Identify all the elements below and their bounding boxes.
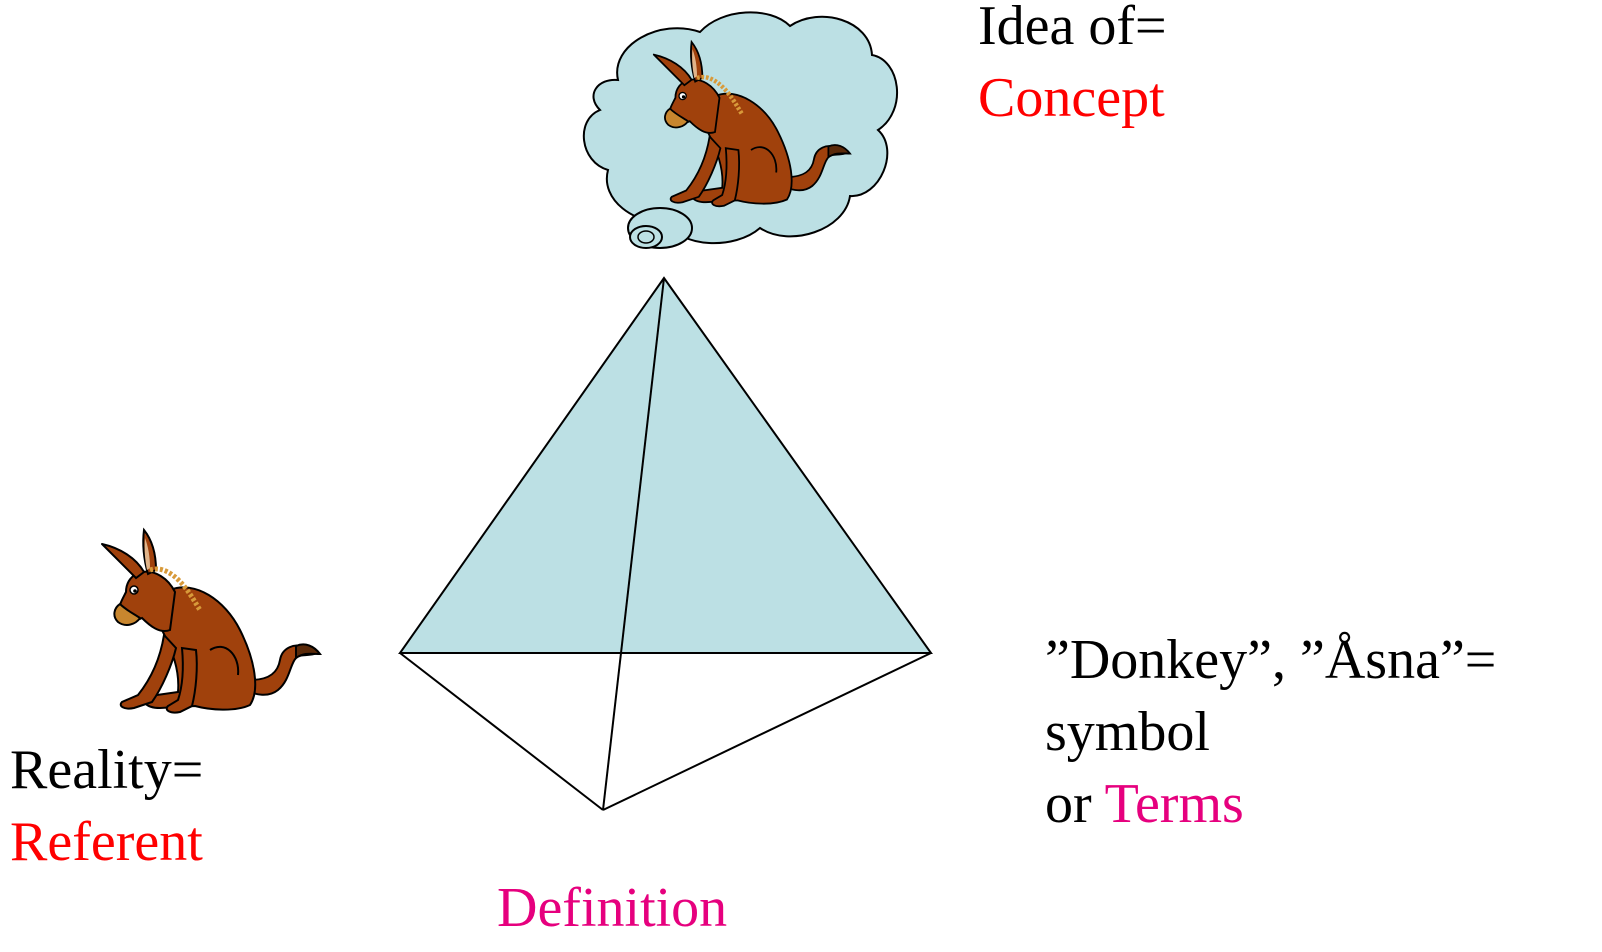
symbol-line3-prefix: or xyxy=(1045,773,1105,835)
referent-line1: Reality= xyxy=(10,739,204,801)
referent-label: Reality= Referent xyxy=(10,734,203,878)
terms-term: Terms xyxy=(1104,773,1244,835)
donkey-icon xyxy=(102,530,320,713)
concept-label: Idea of= Concept xyxy=(978,0,1167,134)
concept-line1: Idea of= xyxy=(978,0,1167,57)
symbol-line2: symbol xyxy=(1045,701,1210,763)
referent-term: Referent xyxy=(10,811,203,873)
symbol-line1: ”Donkey”, ”Åsna”= xyxy=(1045,629,1497,691)
definition-label: Definition xyxy=(497,877,728,939)
symbol-label: ”Donkey”, ”Åsna”= symbol or Terms xyxy=(1045,624,1496,840)
symbol-line3: or Terms xyxy=(1045,768,1496,840)
semiotic-tetrahedron xyxy=(398,276,933,811)
concept-term: Concept xyxy=(978,67,1165,129)
